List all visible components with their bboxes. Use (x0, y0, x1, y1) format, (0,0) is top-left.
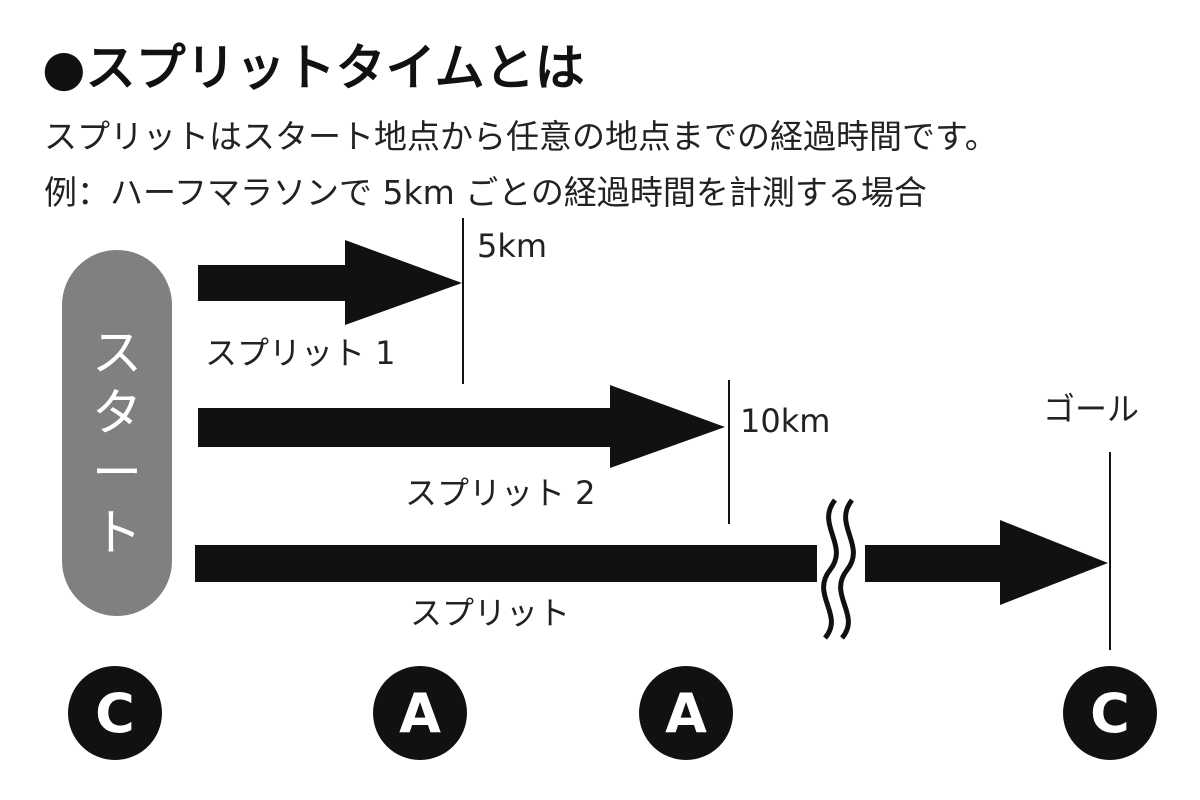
badge-letter: C (1090, 682, 1130, 745)
badge-a-5km: A (373, 666, 467, 760)
marker-5km-label: 5km (477, 227, 547, 265)
split-arrow-head (865, 520, 1108, 605)
start-char: ト (92, 504, 142, 562)
start-label: ス タ ー ト (92, 324, 142, 562)
page-title: ●スプリットタイムとは (42, 39, 585, 97)
split1-label: スプリット 1 (205, 334, 396, 372)
description-text: スプリットはスタート地点から任意の地点までの経過時間です。 (44, 117, 998, 156)
split-label: スプリット (410, 594, 570, 632)
badge-c-goal: C (1063, 666, 1157, 760)
split1-arrow (198, 240, 462, 325)
example-text: 例：ハーフマラソンで 5km ごとの経過時間を計測する場合 (44, 173, 927, 212)
badge-c-start: C (68, 666, 162, 760)
split2-label: スプリット 2 (405, 474, 596, 512)
start-char: タ (92, 384, 142, 442)
badge-letter: A (399, 682, 441, 745)
split-arrow-shaft (195, 545, 817, 582)
start-char: ー (92, 444, 142, 502)
goal-label: ゴール (1043, 390, 1139, 428)
split2-arrow (198, 385, 725, 468)
badge-a-10km: A (639, 666, 733, 760)
badge-letter: A (665, 682, 707, 745)
start-char: ス (92, 324, 142, 382)
badge-letter: C (95, 682, 135, 745)
break-mark-icon (821, 498, 856, 640)
marker-10km-label: 10km (740, 402, 830, 440)
start-pill (62, 250, 172, 616)
